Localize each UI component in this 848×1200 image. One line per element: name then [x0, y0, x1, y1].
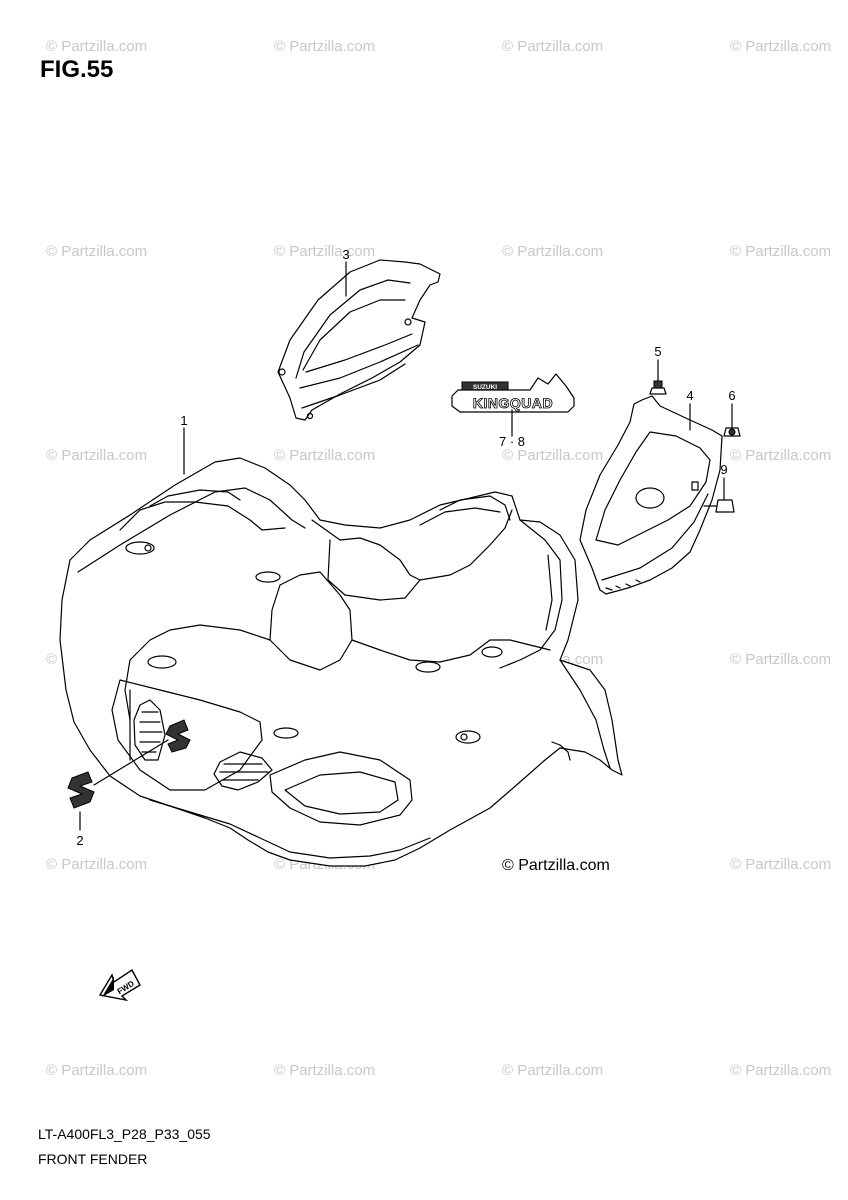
diagram-caption: FRONT FENDER [38, 1151, 148, 1167]
watermark: © Partzilla.com [502, 447, 604, 464]
watermark: © Partzilla.com [46, 38, 148, 55]
watermark: © Partzilla.com [274, 243, 376, 260]
watermark: © Partzilla.com [46, 856, 148, 873]
callout-1: 1 [180, 413, 187, 428]
partzilla-credit: © Partzilla.com [502, 857, 610, 874]
model-code: LT-A400FL3_P28_P33_055 [38, 1126, 211, 1142]
decal-name-text: KINGQUAD [473, 395, 553, 411]
watermark: © Partzilla.com [274, 447, 376, 464]
watermark: © Partzilla.com [730, 651, 832, 668]
front-grille [133, 699, 273, 791]
callout-2: 2 [76, 833, 83, 848]
part-7-8-kingquad-decal[interactable]: SUZUKI KINGQUAD [451, 373, 575, 413]
watermark: © Partzilla.com [730, 1062, 832, 1079]
callout-5: 5 [654, 344, 661, 359]
callout-7-8: 7 · 8 [499, 434, 525, 449]
watermark: © Partzilla.com [46, 243, 148, 260]
part-2-emblem[interactable] [67, 719, 191, 809]
watermark: © Partzilla.com [274, 1062, 376, 1079]
part-3-inner-panel[interactable] [277, 259, 441, 421]
part-1-front-fender[interactable] [59, 457, 623, 867]
part-4-side-cover[interactable] [579, 395, 723, 595]
watermark: © Partzilla.com [46, 1062, 148, 1079]
watermark: © Partzilla.com [730, 856, 832, 873]
decal-brand-text: SUZUKI [473, 384, 497, 391]
callout-6: 6 [728, 388, 735, 403]
leader-lines [79, 261, 733, 831]
watermark: © Partzilla.com [502, 243, 604, 260]
watermark: © Partzilla.com [730, 243, 832, 260]
watermark: © Partzilla.com [502, 1062, 604, 1079]
callout-3: 3 [342, 247, 349, 262]
figure-title: FIG.55 [40, 56, 114, 83]
part-6-screw[interactable] [723, 427, 741, 437]
watermark: © Partzilla.com [274, 38, 376, 55]
part-5-grommet[interactable] [649, 380, 667, 395]
watermark: © Partzilla.com [730, 447, 832, 464]
watermark: © Partzilla.com [46, 447, 148, 464]
part-9-bolt[interactable] [703, 499, 735, 513]
forward-direction-arrow: FWD [98, 968, 141, 1002]
callout-4: 4 [686, 388, 693, 403]
watermark: © Partzilla.com [502, 38, 604, 55]
watermark: © Partzilla.com [730, 38, 832, 55]
callout-9: 9 [720, 462, 727, 477]
